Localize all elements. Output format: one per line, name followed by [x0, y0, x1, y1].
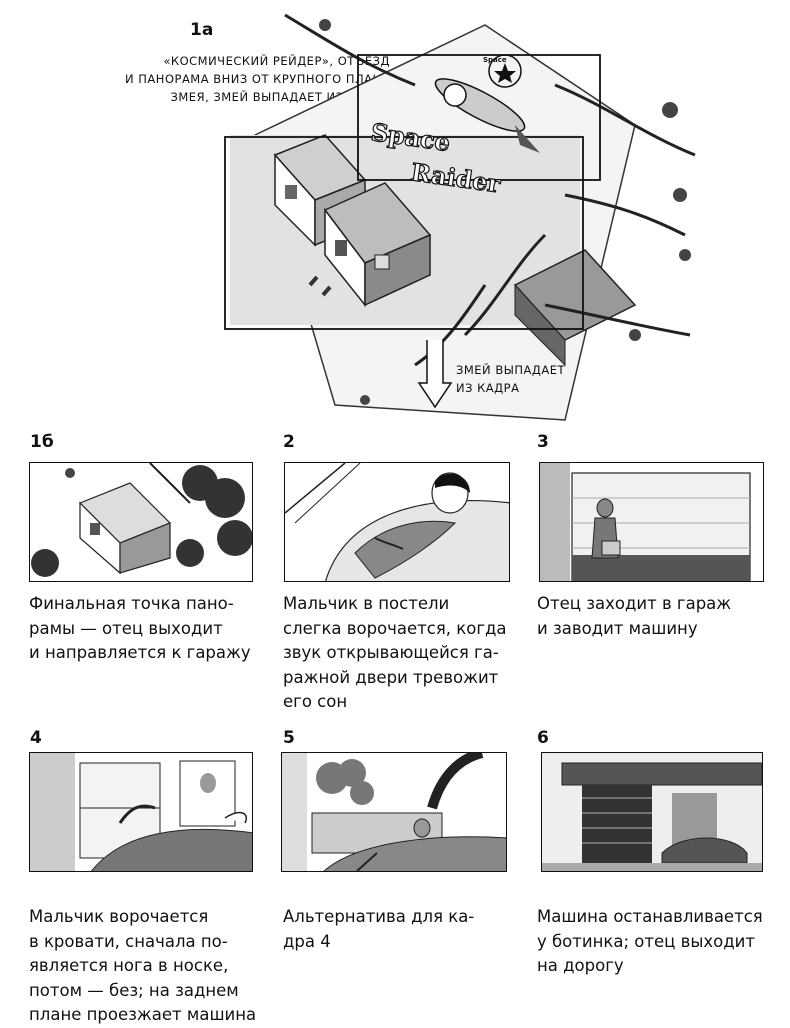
frame-2-caption: Мальчик в постели слегка ворочается, ког… — [283, 594, 507, 711]
frame-1b-panel — [29, 462, 253, 582]
kite-badge-text: Space — [483, 56, 507, 64]
down-arrow-icon — [417, 340, 453, 409]
house-2 — [323, 182, 432, 308]
frame-3-panel — [539, 462, 764, 582]
leaves — [319, 19, 691, 405]
frame-4-caption: Мальчик ворочается в кровати, сначала по… — [29, 907, 257, 1024]
frame-4-panel — [29, 752, 253, 872]
frame-6-panel — [541, 752, 763, 872]
frame-1b-number: 1б — [30, 432, 54, 452]
frame-1a-number: 1а — [190, 20, 214, 40]
frame-3-caption: Отец заходит в гараж и заводит машину — [537, 594, 732, 638]
frame-1a-wide-rect — [224, 136, 584, 330]
frame-2-panel — [284, 462, 510, 582]
kite-badge-icon — [488, 54, 522, 88]
rocket-icon — [434, 78, 540, 153]
frame-1a-annotation-bottom: Змей выпадает из кадра — [456, 363, 566, 395]
frame-1b-caption: Финальная точка пано- рамы — отец выходи… — [29, 594, 251, 662]
frame-1a-sketch: Space Space Raider — [224, 13, 696, 421]
frame-2-number: 2 — [283, 432, 295, 452]
frame-6-caption: Машина останавливается у ботинка; отец в… — [537, 907, 763, 975]
frame-4-number: 4 — [30, 728, 42, 748]
tree-branches — [284, 13, 696, 367]
path-dashes — [308, 275, 332, 297]
frame-1a-closeup-rect — [357, 54, 601, 181]
frame-6-number: 6 — [537, 728, 549, 748]
frame-5-panel — [281, 752, 507, 872]
frame-5-number: 5 — [283, 728, 295, 748]
frame-3-number: 3 — [537, 432, 549, 452]
frame-5-caption: Альтернатива для ка- дра 4 — [283, 907, 475, 951]
